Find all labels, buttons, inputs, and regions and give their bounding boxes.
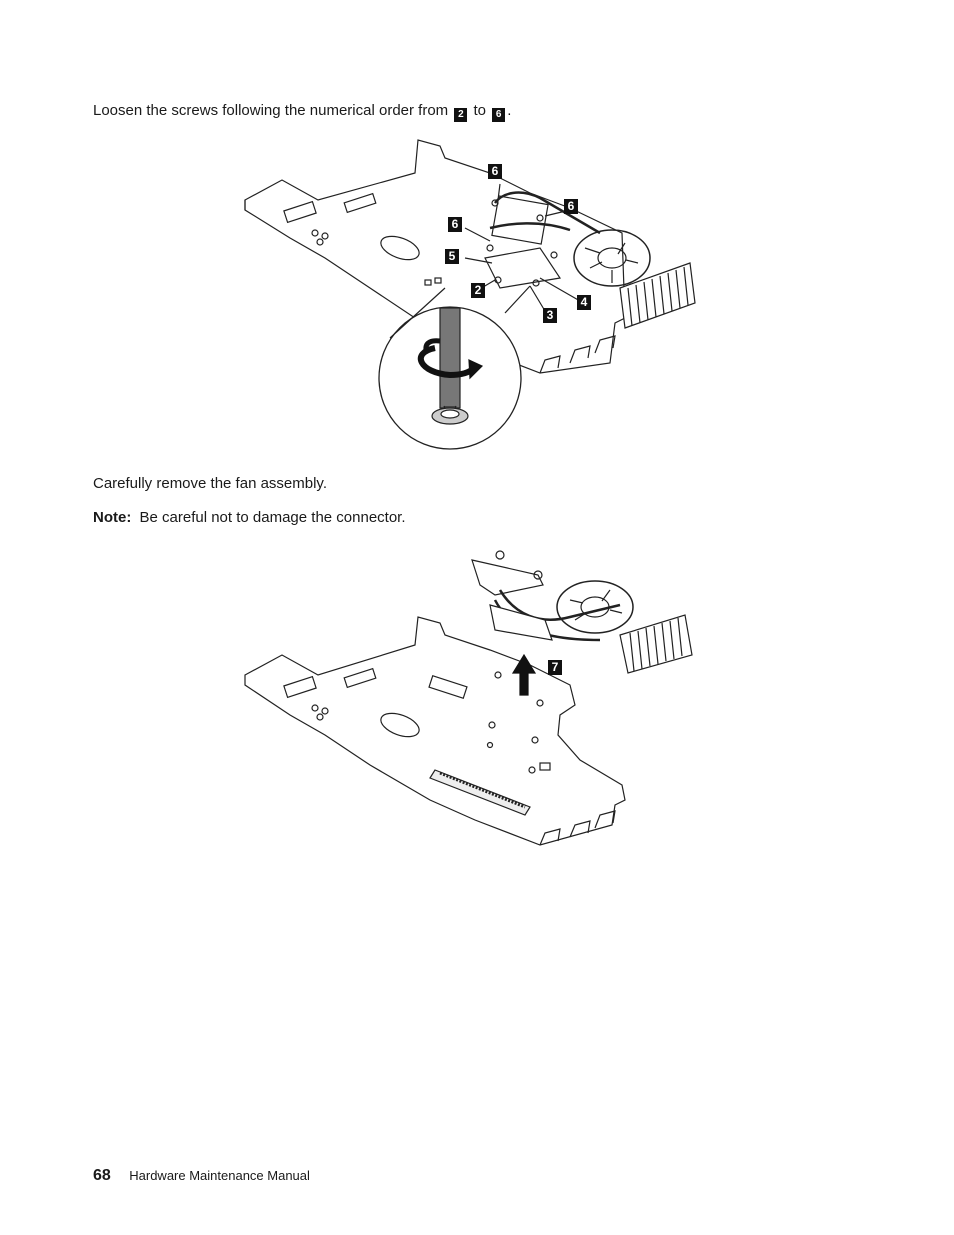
- step1-text-mid: to: [473, 102, 487, 119]
- svg-text:6: 6: [452, 217, 459, 231]
- svg-text:7: 7: [552, 660, 559, 674]
- lift-arrow: [511, 653, 537, 696]
- step1-badge-from: 2: [454, 108, 468, 122]
- callout-4: 4: [577, 295, 591, 310]
- board-cutout: [380, 235, 420, 261]
- board-outline: [244, 139, 626, 374]
- callout-6-right: 6: [564, 199, 578, 214]
- callout-6-top: 6: [488, 164, 502, 179]
- step1-instruction: Loosen the screws following the numerica…: [93, 101, 511, 122]
- svg-text:6: 6: [492, 164, 499, 178]
- step1-text-before: Loosen the screws following the numerica…: [93, 102, 449, 119]
- step1-badge-to: 6: [492, 108, 506, 122]
- board-outline: [244, 616, 626, 846]
- svg-text:6: 6: [568, 199, 575, 213]
- callout-2: 2: [471, 283, 485, 298]
- note: Note: Be careful not to damage the conne…: [93, 508, 406, 528]
- callout-3: 3: [543, 308, 557, 323]
- callout-6-left: 6: [448, 217, 462, 232]
- figure-remove-fan: 7: [244, 550, 693, 846]
- svg-text:2: 2: [475, 283, 482, 297]
- figure-loosen-screws: 6 6 6 5 2 3 4: [244, 139, 696, 450]
- ram-connector: [283, 200, 317, 224]
- heat-sink-bracket: [471, 559, 544, 596]
- page-number: 68: [93, 1167, 111, 1184]
- svg-text:4: 4: [581, 295, 588, 309]
- cooling-fan: [556, 580, 634, 634]
- callout-7: 7: [548, 660, 562, 675]
- callout-5: 5: [445, 249, 459, 264]
- footer-title: Hardware Maintenance Manual: [129, 1168, 310, 1183]
- note-label: Note:: [93, 509, 132, 526]
- page-footer: 68 Hardware Maintenance Manual: [93, 1167, 310, 1185]
- note-text: Be careful not to damage the connector.: [139, 509, 406, 526]
- step1-text-after: .: [507, 102, 512, 119]
- cooling-fan: [573, 229, 651, 287]
- svg-text:5: 5: [449, 249, 456, 263]
- svg-text:3: 3: [547, 308, 554, 322]
- board-connector: [429, 769, 531, 816]
- step2-instruction: Carefully remove the fan assembly.: [93, 475, 327, 492]
- screwdriver-shaft: [439, 307, 461, 409]
